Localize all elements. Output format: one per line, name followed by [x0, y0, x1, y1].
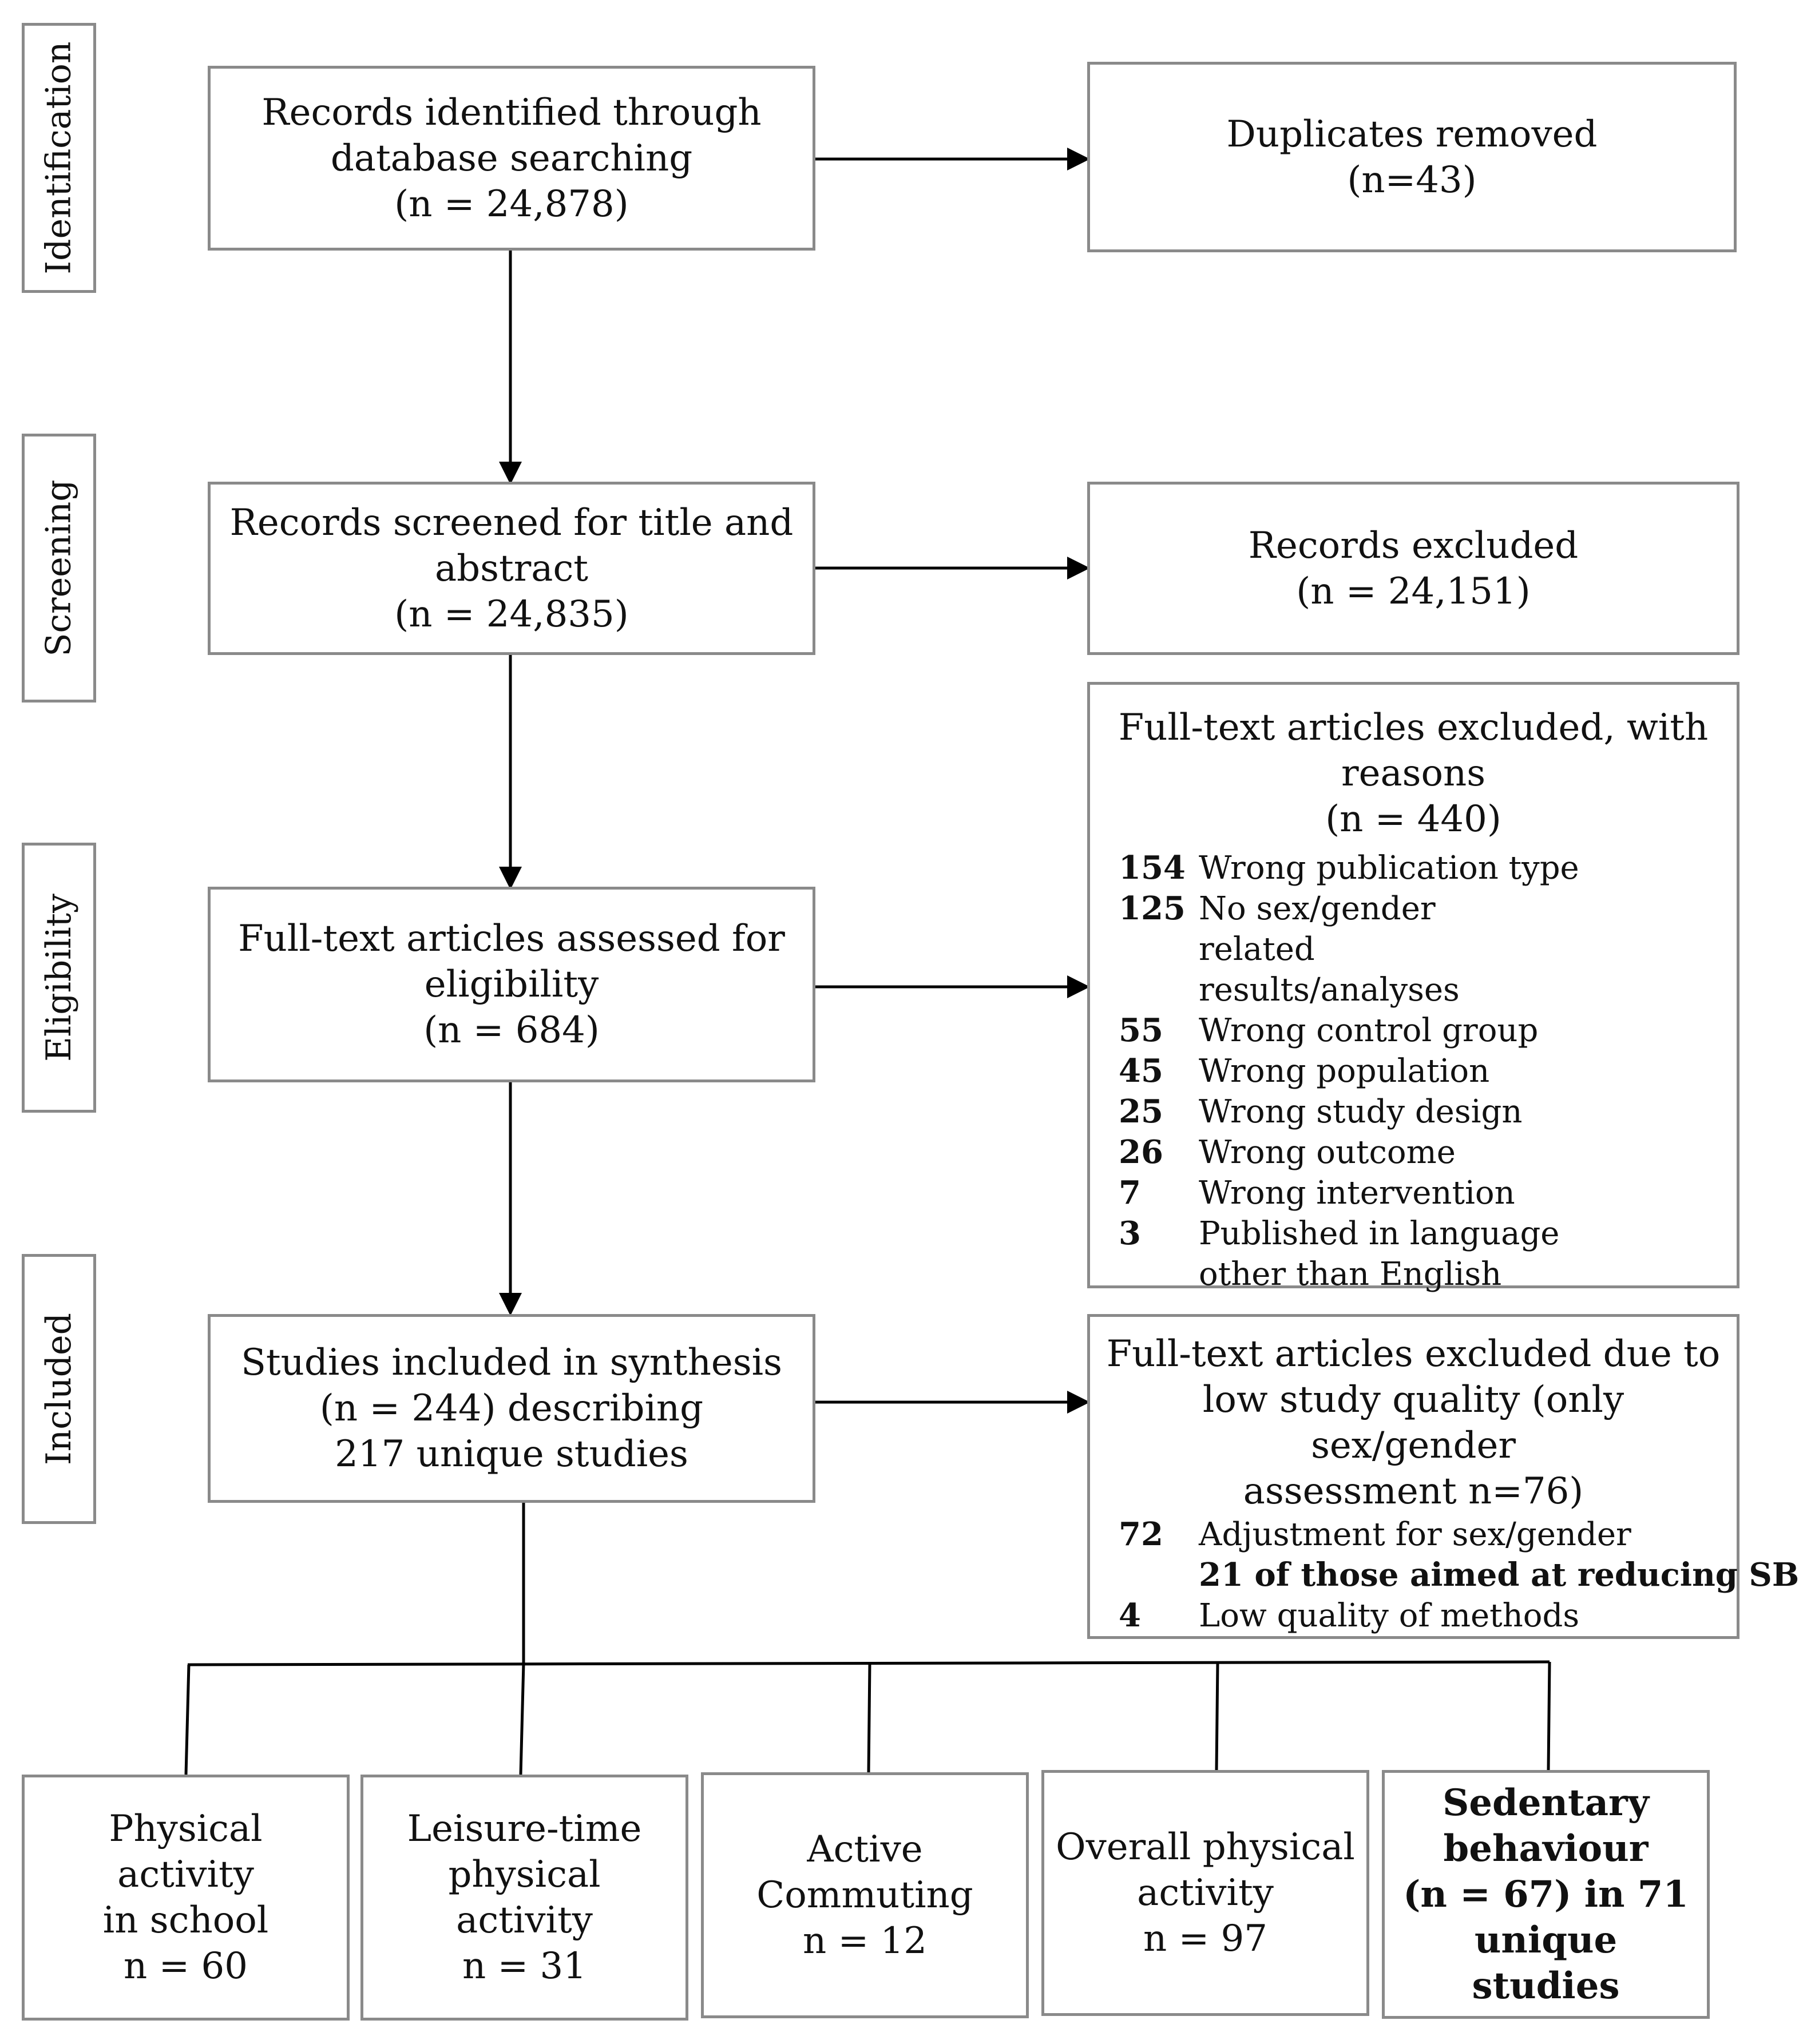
outcome-line1: Leisure-time: [407, 1808, 642, 1850]
fulltext-assessed-count: (n = 684): [423, 1009, 600, 1051]
outcome-line4: unique studies: [1472, 1918, 1620, 2007]
studies-included-line3: 217 unique studies: [335, 1433, 688, 1475]
exclusion-reason: 45 Wrong population: [1101, 1051, 1725, 1092]
quality-reason: 4 Low quality of methods: [1101, 1595, 1725, 1636]
outcome-line2: Commuting: [756, 1874, 973, 1916]
outcome-line1: Overall physical: [1056, 1826, 1355, 1868]
exclusion-reason: 55 Wrong control group: [1101, 1010, 1725, 1051]
quality-reason-text: 21 of those aimed at reducing SB: [1199, 1556, 1799, 1594]
stage-included: Included: [22, 1254, 96, 1524]
exclusion-reason-count: 45: [1119, 1052, 1163, 1090]
exclusion-reason: 125 No sex/gender related results/analys…: [1101, 888, 1725, 1010]
stage-identification: Identification: [22, 23, 96, 293]
records-screened-box: Records screened for title and abstract …: [208, 482, 815, 655]
exclusion-reason-count: 3: [1119, 1215, 1141, 1252]
records-identified-line2: database searching: [330, 137, 693, 180]
outcome-box-overall-pa: Overall physical activity n = 97: [1041, 1770, 1369, 2016]
exclusion-reason-count: 7: [1119, 1174, 1141, 1212]
exclusion-reason-count: 26: [1119, 1133, 1163, 1171]
exclusion-reason-text: Wrong study design: [1199, 1093, 1523, 1130]
quality-excluded-line1: Full-text articles excluded due to: [1106, 1333, 1721, 1375]
outcome-line3: (n = 67) in 71: [1403, 1872, 1689, 1916]
exclusion-reason: 154 Wrong publication type: [1101, 848, 1725, 888]
records-identified-box: Records identified through database sear…: [208, 66, 815, 251]
outcome-box-school-pa: Physical activity in school n = 60: [22, 1775, 350, 2021]
quality-reason-count: [1101, 1555, 1199, 1595]
records-identified-count: (n = 24,878): [394, 182, 629, 225]
quality-reason: 21 of those aimed at reducing SB: [1101, 1555, 1799, 1595]
studies-included-line1: Studies included in synthesis: [241, 1342, 782, 1384]
branch-drop-5: [1547, 1661, 1551, 1771]
outcome-line1: Sedentary: [1443, 1781, 1649, 1824]
records-screened-line2: abstract: [435, 547, 588, 590]
exclusion-reason-text: Wrong outcome: [1199, 1134, 1456, 1171]
duplicates-removed-box: Duplicates removed (n=43): [1087, 62, 1737, 252]
exclusion-reason-text: Published in language other than English: [1199, 1215, 1560, 1293]
records-identified-line1: Records identified through: [261, 91, 762, 134]
fulltext-assessed-line1: Full-text articles assessed for: [238, 918, 785, 960]
outcome-line2: behaviour: [1443, 1827, 1649, 1870]
outcome-line2: activity: [1137, 1872, 1274, 1914]
quality-reason-text: Adjustment for sex/gender: [1199, 1516, 1631, 1553]
exclusion-reason: 3 Published in language other than Engli…: [1101, 1213, 1725, 1295]
outcome-line1: Physical activity: [109, 1808, 263, 1896]
exclusion-reason: 26 Wrong outcome: [1101, 1132, 1725, 1173]
connector-layer: [184, 148, 1551, 1775]
duplicates-removed-label: Duplicates removed: [1226, 113, 1598, 156]
branch-horizontal: [187, 1660, 1550, 1666]
quality-reason: 72 Adjustment for sex/gender: [1101, 1514, 1725, 1555]
outcome-line1: Active: [807, 1828, 923, 1871]
exclusion-reasons-list: 154 Wrong publication type 125 No sex/ge…: [1101, 848, 1725, 1295]
exclusion-reason: 7 Wrong intervention: [1101, 1173, 1725, 1213]
outcome-count: n = 31: [462, 1945, 587, 1987]
quality-excluded-line2: low study quality (only sex/gender: [1202, 1379, 1624, 1467]
prisma-flow-diagram: Identification Screening Eligibility Inc…: [22, 23, 1799, 2021]
fulltext-excluded-box: Full-text articles excluded, with reason…: [1087, 682, 1739, 1293]
branch-drop-1: [184, 1664, 191, 1775]
records-screened-count: (n = 24,835): [394, 593, 629, 636]
quality-reason-text: Low quality of methods: [1199, 1597, 1580, 1634]
outcome-box-sedentary: Sedentary behaviour (n = 67) in 71 uniqu…: [1382, 1770, 1710, 2019]
fulltext-excluded-count: (n = 440): [1325, 798, 1501, 840]
branch-drop-2: [519, 1663, 525, 1775]
exclusion-reason-text: No sex/gender related results/analyses: [1199, 890, 1460, 1009]
records-screened-line1: Records screened for title and: [229, 501, 794, 544]
records-excluded-box: Records excluded (n = 24,151): [1087, 482, 1739, 655]
outcome-line2: physical activity: [448, 1854, 601, 1942]
quality-excluded-box: Full-text articles excluded due to low s…: [1087, 1314, 1799, 1639]
exclusion-reason-count: 125: [1119, 890, 1186, 927]
quality-reason-count: 72: [1119, 1515, 1163, 1553]
quality-excluded-line3: assessment n=76): [1243, 1470, 1584, 1513]
quality-reason-count: 4: [1119, 1597, 1141, 1634]
branch-drop-3: [867, 1663, 871, 1773]
branch-drop-4: [1215, 1662, 1219, 1771]
exclusion-reason-text: Wrong population: [1199, 1053, 1490, 1090]
outcome-line2: in school: [102, 1899, 269, 1942]
exclusion-reason-count: 55: [1119, 1011, 1163, 1049]
exclusion-reason-text: Wrong intervention: [1199, 1174, 1515, 1212]
exclusion-reason-count: 154: [1119, 849, 1186, 887]
exclusion-reason-text: Wrong control group: [1199, 1012, 1539, 1049]
studies-included-line2: (n = 244) describing: [319, 1387, 704, 1430]
stage-screening: Screening: [22, 434, 96, 702]
stage-eligibility: Eligibility: [22, 843, 96, 1113]
outcome-count: n = 60: [124, 1945, 248, 1987]
duplicates-removed-count: (n=43): [1347, 158, 1477, 201]
fulltext-excluded-line2: reasons: [1341, 752, 1486, 795]
records-excluded-count: (n = 24,151): [1296, 570, 1531, 613]
quality-reasons-list: 72 Adjustment for sex/gender 21 of those…: [1101, 1514, 1799, 1636]
outcome-count: n = 12: [803, 1920, 927, 1962]
fulltext-assessed-box: Full-text articles assessed for eligibil…: [208, 887, 815, 1082]
exclusion-reason: 25 Wrong study design: [1101, 1092, 1725, 1132]
exclusion-reason-text: Wrong publication type: [1199, 850, 1579, 887]
exclusion-reason-count: 25: [1119, 1093, 1163, 1130]
outcome-box-active-commuting: Active Commuting n = 12: [701, 1772, 1029, 2018]
outcome-count: n = 97: [1143, 1918, 1267, 1960]
studies-included-box: Studies included in synthesis (n = 244) …: [208, 1314, 815, 1503]
outcome-box-leisure-pa: Leisure-time physical activity n = 31: [360, 1775, 688, 2021]
records-excluded-label: Records excluded: [1248, 524, 1579, 567]
fulltext-assessed-line2: eligibility: [424, 963, 599, 1006]
fulltext-excluded-line1: Full-text articles excluded, with: [1118, 707, 1709, 749]
